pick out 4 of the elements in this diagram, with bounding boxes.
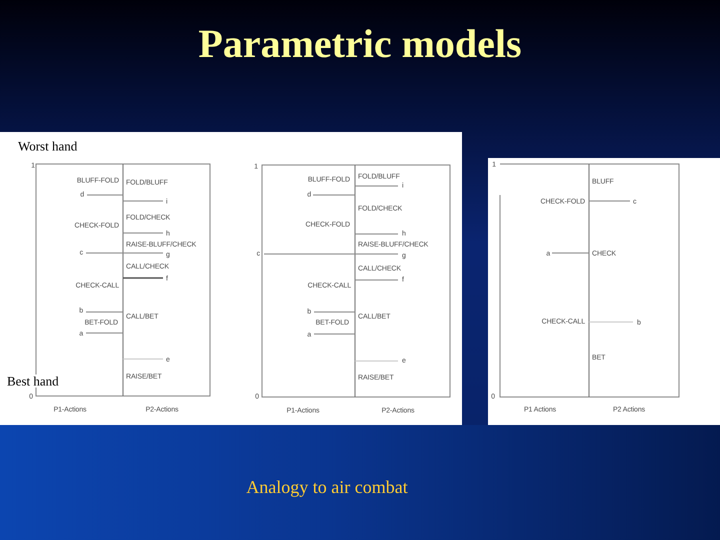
caption-text: Analogy to air combat bbox=[246, 478, 408, 496]
hand-rank-label: Best hand bbox=[7, 374, 59, 388]
slide-title: Parametric models bbox=[198, 24, 522, 64]
hand-rank-label: Worst hand bbox=[18, 140, 78, 152]
